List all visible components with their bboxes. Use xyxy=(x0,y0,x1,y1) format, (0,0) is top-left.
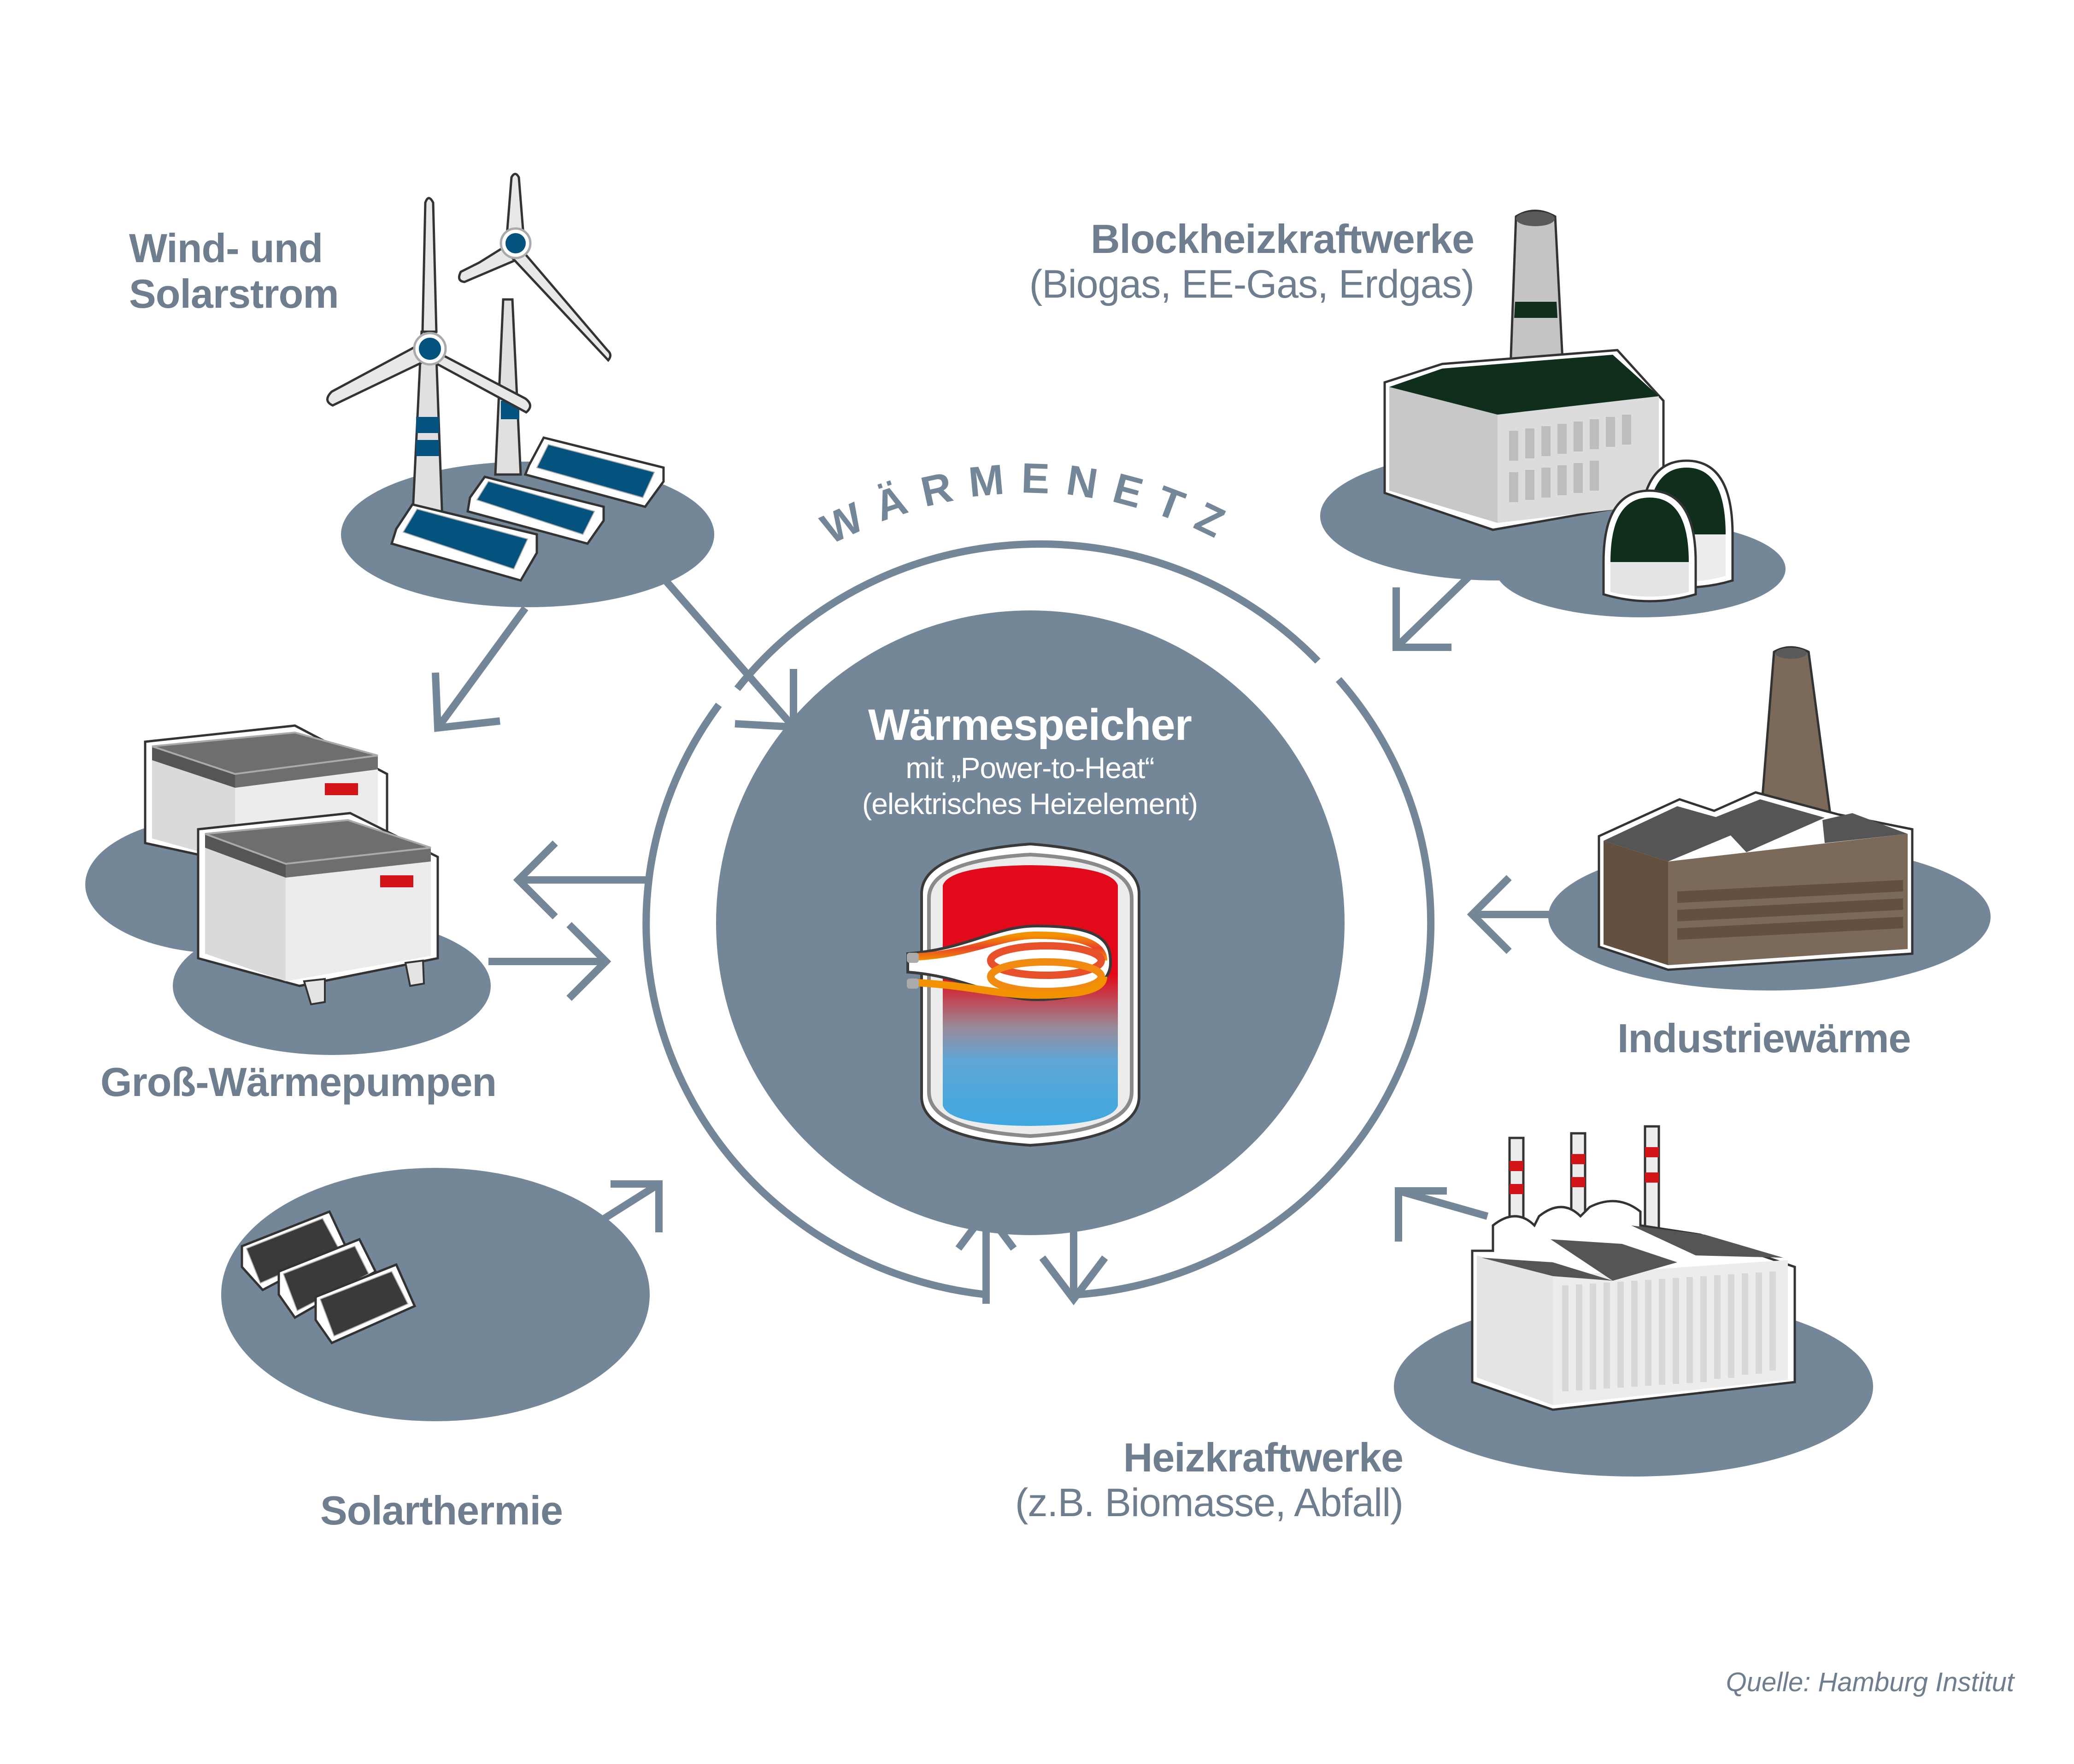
source-credit: Quelle: Hamburg Institut xyxy=(1726,1667,2014,1697)
heat-network-ring xyxy=(642,540,1435,1298)
arrow-network-to-storage xyxy=(955,1205,1017,1304)
label-industry-title: Industriewärme xyxy=(1617,1015,1911,1061)
arrow-solarthermal-to-network xyxy=(569,1180,663,1242)
power-plant-icon xyxy=(1471,1125,1796,1411)
arrow-wind-to-storage xyxy=(644,557,797,731)
wind-turbine-solar-panel-icon xyxy=(326,173,665,582)
chp-plant-biogas-icon xyxy=(1383,210,1734,603)
label-heat-storage-title: Wärmespeicher xyxy=(868,700,1192,750)
factory-icon xyxy=(1598,646,1914,971)
label-wind-solar-line2: Solarstrom xyxy=(129,270,339,316)
arrow-network-to-heatpumps xyxy=(513,840,647,920)
label-heat-pumps-title: Groß-Wärmepumpen xyxy=(100,1059,497,1105)
arrow-storage-to-network xyxy=(1039,1225,1108,1306)
heating-coil-icon xyxy=(906,924,1112,1002)
label-bhkw: Blockheizkraftwerke (Biogas, EE-Gas, Erd… xyxy=(1029,216,1475,306)
wind-turbine-icon xyxy=(458,173,611,476)
label-heat-storage: Wärmespeicher mit „Power-to-Heat“ (elekt… xyxy=(751,700,1309,822)
arrow-heatpumps-to-network xyxy=(488,922,611,1001)
arrow-bhkw-to-network xyxy=(1392,568,1477,651)
arrow-industry-to-network xyxy=(1467,875,1564,954)
solar-thermal-collector-icon xyxy=(241,1210,417,1345)
flow-arrows xyxy=(432,557,1564,1306)
label-heat-storage-line2: (elektrisches Heizelement) xyxy=(862,787,1198,820)
heat-pump-unit-icon xyxy=(197,812,439,1006)
label-hkw: Heizkraftwerke (z.B. Biomasse, Abfall) xyxy=(1015,1435,1404,1525)
label-wind-solar: Wind- und Solarstrom xyxy=(129,225,339,316)
heat-storage-tank-icon xyxy=(906,842,1140,1147)
ring-label: WÄRMENETZ xyxy=(814,455,1246,553)
arrow-wind-to-heatpumps xyxy=(432,606,529,732)
label-wind-solar-line1: Wind- und xyxy=(129,225,323,271)
label-bhkw-subtitle: (Biogas, EE-Gas, Erdgas) xyxy=(1029,262,1475,306)
label-solar-thermal-title: Solarthermie xyxy=(320,1488,563,1533)
label-bhkw-title: Blockheizkraftwerke xyxy=(1090,216,1475,262)
biogas-dome-icon xyxy=(1602,489,1697,603)
label-heat-pumps: Groß-Wärmepumpen xyxy=(100,1059,497,1105)
arrow-hkw-to-network xyxy=(1395,1187,1489,1242)
label-hkw-title: Heizkraftwerke xyxy=(1123,1435,1404,1480)
label-industry: Industriewärme xyxy=(1617,1015,1911,1061)
label-hkw-subtitle: (z.B. Biomasse, Abfall) xyxy=(1015,1480,1404,1525)
heat-pump-icon xyxy=(144,724,439,1006)
label-solar-thermal: Solarthermie xyxy=(320,1488,563,1534)
solar-panel-icon xyxy=(390,436,665,582)
label-heat-storage-line1: mit „Power-to-Heat“ xyxy=(905,751,1154,785)
